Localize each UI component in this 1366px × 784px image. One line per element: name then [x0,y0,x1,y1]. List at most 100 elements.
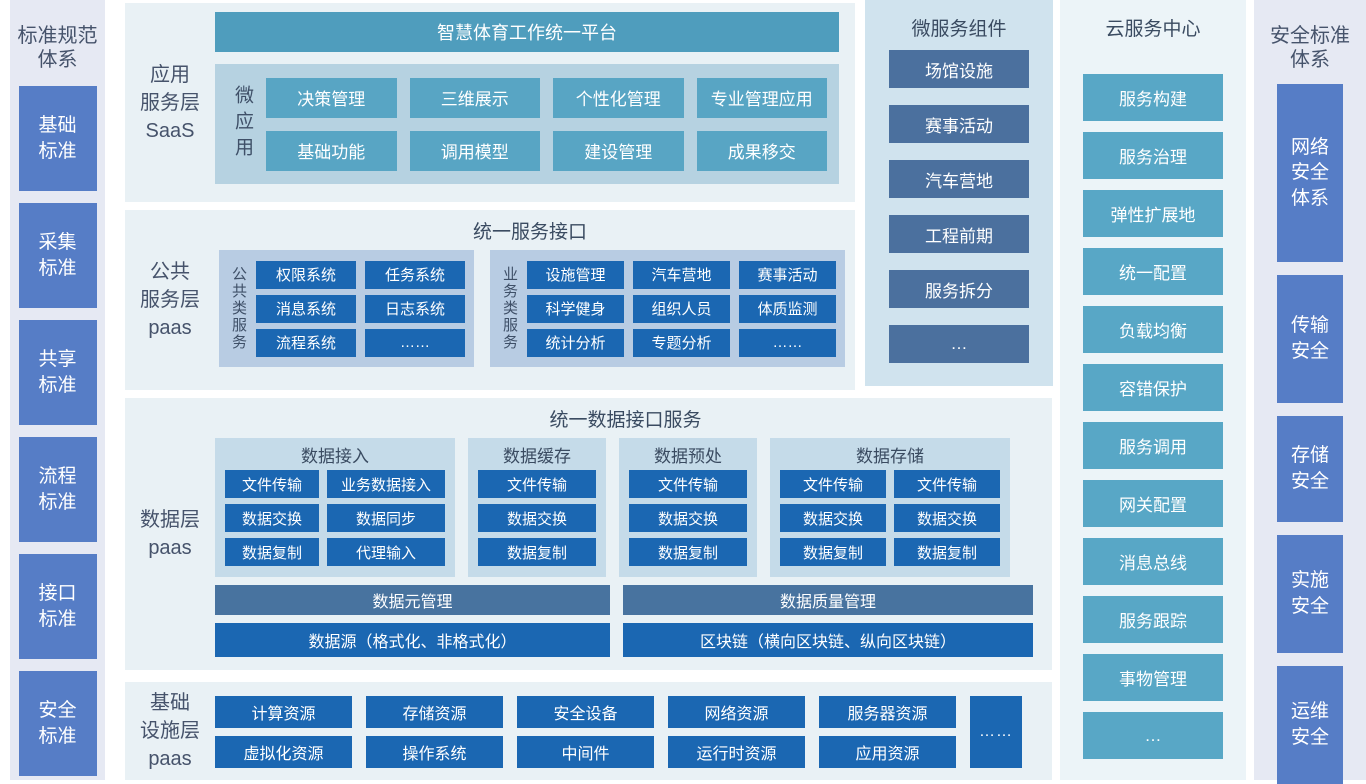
data-op-chip: 数据复制 [225,538,319,566]
standards-panel-title: 标准规范 体系 [17,25,98,71]
cloud-service-chip: 服务构建 [1083,74,1223,121]
layer-label-public: 公共 服务层 paas [140,261,200,339]
app-service-layer: 应用 服务层 SaaS 智慧体育工作统一平台 微应用 决策管理 三维展示 个性化… [125,3,855,202]
cloud-service-panel-title: 云服务中心 [1105,19,1201,40]
blockchain-bar: 区块链（横向区块链、纵向区块链） [623,623,1033,657]
microservice-panel-title: 微服务组件 [911,19,1007,40]
data-op-chip: 文件传输 [780,470,886,498]
resource-more-chip: …… [970,696,1022,768]
app-module-chip: 三维展示 [409,77,540,118]
data-op-chip: 数据交换 [894,504,1000,532]
app-module-chip: 调用模型 [409,130,540,171]
standard-block: 基础 标准 [18,86,97,191]
platform-header-bar: 智慧体育工作统一平台 [215,12,839,52]
group-vertical-label: 公共类服务 [230,266,247,351]
cloud-service-chip: 容错保护 [1083,364,1223,411]
security-block: 运维 安全 [1277,666,1343,784]
data-op-chip: 数据交换 [780,504,886,532]
data-layer: 数据层 paas 统一数据接口服务 数据接入 文件传输 业务数据接入 数据交换 … [125,398,1052,670]
data-op-chip: 数据复制 [894,538,1000,566]
service-chip: …… [739,328,836,357]
data-group-title: 数据接入 [301,447,369,466]
business-services-group: 业务类服务 设施管理 汽车营地 赛事活动 科学健身 组织人员 体质监测 统计分析… [490,250,845,367]
layer-label-data: 数据层 paas [140,509,200,559]
cloud-service-chip: 服务治理 [1083,132,1223,179]
app-module-chip: 成果移交 [696,130,827,171]
data-quality-bar: 数据质量管理 [623,585,1033,615]
data-group-preprocess: 数据预处 文件传输 数据交换 数据复制 [619,438,757,577]
security-block: 网络 安全 体系 [1277,84,1343,262]
data-group-cache: 数据缓存 文件传输 数据交换 数据复制 [468,438,606,577]
resource-chip: 网络资源 [668,696,805,728]
app-module-chip: 个性化管理 [553,77,684,118]
service-chip: 统计分析 [527,328,624,357]
service-chip: 权限系统 [256,260,356,289]
data-op-chip: 数据交换 [478,504,596,532]
cloud-service-chip: 弹性扩展地 [1083,190,1223,237]
app-module-chip: 专业管理应用 [696,77,827,118]
security-list: 网络 安全 体系 传输 安全 存储 安全 实施 安全 运维 安全 [1277,84,1343,784]
cloud-service-chip: 消息总线 [1083,538,1223,585]
standards-panel: 标准规范 体系 基础 标准 采集 标准 共享 标准 流程 标准 接口 标准 安全… [10,0,105,780]
data-op-chip: 代理输入 [327,538,445,566]
service-chip: 组织人员 [633,294,730,323]
microservice-chip: 场馆设施 [889,50,1029,88]
data-group-storage: 数据存储 文件传输 文件传输 数据交换 数据交换 数据复制 数据复制 [770,438,1010,577]
security-panel-title: 安全标准 体系 [1270,25,1350,71]
standards-list: 基础 标准 采集 标准 共享 标准 流程 标准 接口 标准 安全 标准 [18,86,97,776]
data-group-access: 数据接入 文件传输 业务数据接入 数据交换 数据同步 数据复制 代理输入 [215,438,455,577]
security-block: 存储 安全 [1277,416,1343,522]
infrastructure-layer: 基础 设施层 paas …… 计算资源 存储资源 安全设备 网络资源 服务器资源… [125,682,1052,780]
service-chip: 流程系统 [256,328,356,357]
data-source-bar: 数据源（格式化、非格式化） [215,623,610,657]
cloud-service-chip: 统一配置 [1083,248,1223,295]
standard-block: 共享 标准 [18,320,97,425]
micro-app-vertical-label: 微应用 [232,85,253,163]
resource-chip: 服务器资源 [819,696,956,728]
service-chip: 消息系统 [256,294,356,323]
standard-block: 安全 标准 [18,671,97,776]
cloud-service-chip: 服务跟踪 [1083,596,1223,643]
data-op-chip: 文件传输 [894,470,1000,498]
data-op-chip: 数据交换 [225,504,319,532]
data-op-chip: 数据同步 [327,504,445,532]
data-group-title: 数据存储 [856,447,924,466]
micro-app-group: 微应用 决策管理 三维展示 个性化管理 专业管理应用 基础功能 调用模型 建设管… [215,64,839,184]
layer-label-infra: 基础 设施层 paas [140,692,200,770]
data-op-chip: 数据复制 [780,538,886,566]
cloud-service-chip: 服务调用 [1083,422,1223,469]
service-chip: 赛事活动 [739,260,836,289]
resource-chip: 安全设备 [517,696,654,728]
app-module-chip: 基础功能 [266,130,397,171]
service-chip: 汽车营地 [633,260,730,289]
data-group-title: 数据缓存 [503,447,571,466]
resource-chip: 存储资源 [366,696,503,728]
public-service-layer: 公共 服务层 paas 统一服务接口 公共类服务 权限系统 任务系统 消息系统 … [125,210,855,390]
service-chip: …… [365,328,465,357]
cloud-service-chip: 负载均衡 [1083,306,1223,353]
resource-chip: 计算资源 [215,696,352,728]
data-group-title: 数据预处 [654,447,722,466]
common-services-group: 公共类服务 权限系统 任务系统 消息系统 日志系统 流程系统 …… [219,250,474,367]
standard-block: 接口 标准 [18,554,97,659]
cloud-service-chip: 网关配置 [1083,480,1223,527]
cloud-service-chip: 事物管理 [1083,654,1223,701]
microservice-chip: 工程前期 [889,215,1029,253]
data-op-chip: 文件传输 [225,470,319,498]
resource-chip: 运行时资源 [668,736,805,768]
security-block: 实施 安全 [1277,535,1343,653]
resource-chip: 虚拟化资源 [215,736,352,768]
data-op-chip: 文件传输 [478,470,596,498]
resource-chip: 操作系统 [366,736,503,768]
data-op-chip: 数据交换 [629,504,747,532]
service-chip: 日志系统 [365,294,465,323]
unified-data-interface-title: 统一数据接口服务 [549,409,702,431]
microservice-chip: 汽车营地 [889,160,1029,198]
service-chip: 任务系统 [365,260,465,289]
group-vertical-label: 业务类服务 [501,266,518,351]
standard-block: 流程 标准 [18,437,97,542]
microservice-chip: … [889,325,1029,363]
standard-block: 采集 标准 [18,203,97,308]
cloud-service-panel: 云服务中心 服务构建 服务治理 弹性扩展地 统一配置 负载均衡 容错保护 服务调… [1060,0,1246,780]
cloud-service-chip: … [1083,712,1223,759]
